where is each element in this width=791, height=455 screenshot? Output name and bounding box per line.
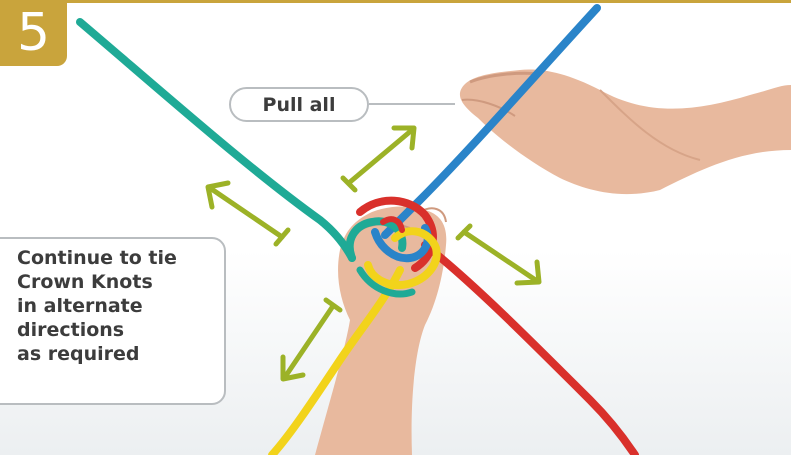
instruction-line: directions xyxy=(17,318,214,342)
right-hand-image xyxy=(460,70,791,195)
rope-teal xyxy=(80,22,352,258)
arrow-pull-teal-icon xyxy=(208,183,288,244)
step-number: 5 xyxy=(17,7,50,59)
arrow-pull-blue-icon xyxy=(343,128,414,190)
instruction-line: in alternate xyxy=(17,294,214,318)
pull-all-callout: Pull all xyxy=(229,87,369,122)
instruction-note: Continue to tie Crown Knots in alternate… xyxy=(0,237,226,405)
pull-all-label: Pull all xyxy=(263,94,336,116)
instruction-line: Crown Knots xyxy=(17,270,214,294)
step-badge: 5 xyxy=(0,0,67,66)
instruction-line: Continue to tie xyxy=(17,246,214,270)
header-rule xyxy=(0,0,791,3)
instruction-line: as required xyxy=(17,342,214,366)
arrow-pull-red-icon xyxy=(458,226,539,283)
